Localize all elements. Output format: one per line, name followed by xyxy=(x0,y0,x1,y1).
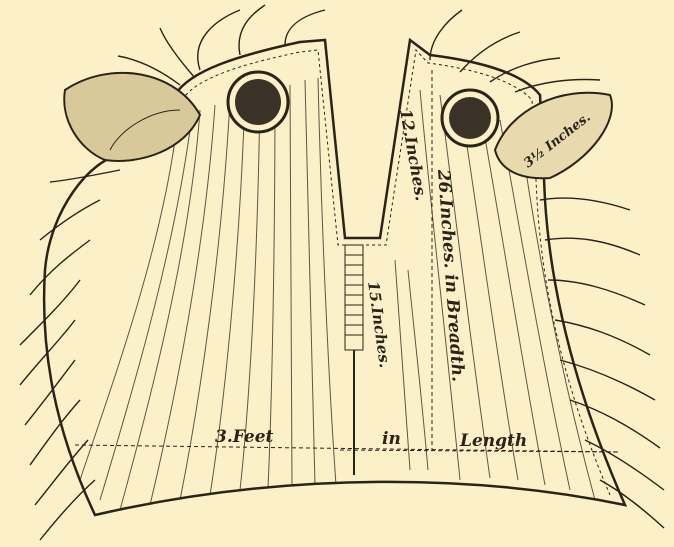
label-length: Length xyxy=(459,431,527,451)
label-in: in xyxy=(382,429,401,449)
label-3-feet: 3.Feet xyxy=(215,427,274,447)
eye-hole-right xyxy=(442,90,498,146)
eye-hole-left xyxy=(228,72,288,132)
